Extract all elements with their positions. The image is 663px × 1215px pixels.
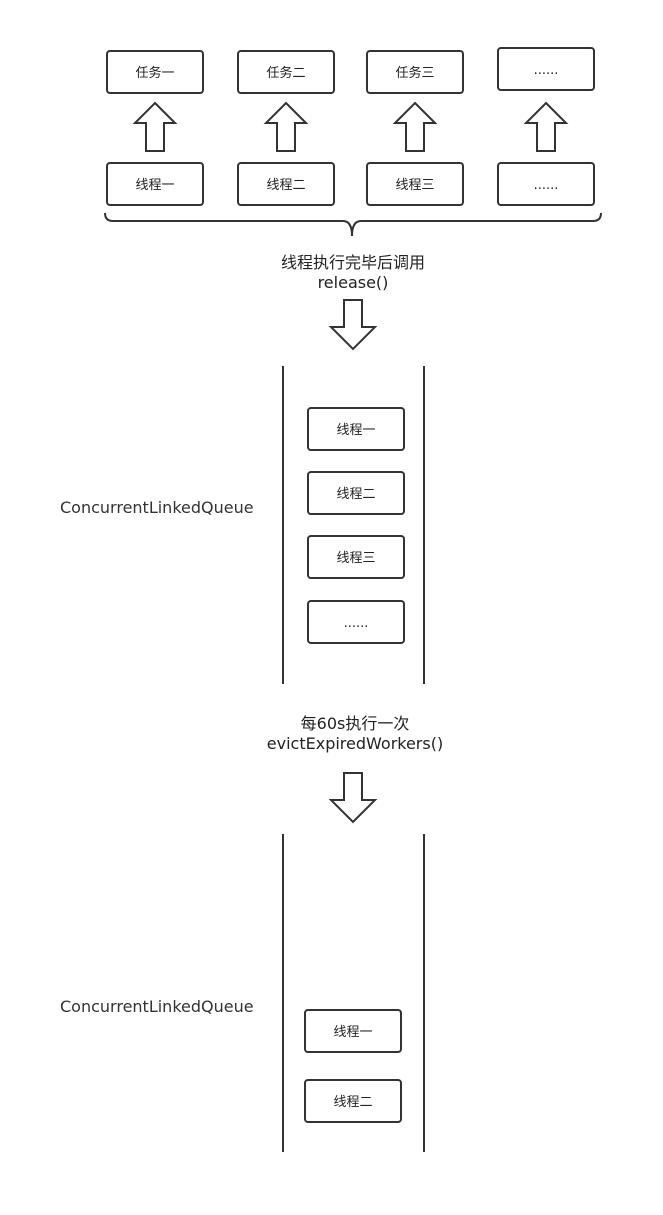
thread-box: 线程三 <box>366 162 464 206</box>
up-arrow-icon <box>523 101 569 152</box>
queue1-thread-box: 线程三 <box>307 535 405 579</box>
step1-line1: 线程执行完毕后调用 <box>281 253 425 272</box>
queue1-label: ConcurrentLinkedQueue <box>60 498 254 517</box>
thread-box: 线程一 <box>106 162 204 206</box>
up-arrow-icon <box>263 101 309 152</box>
thread-box: 线程二 <box>237 162 335 206</box>
task-label: 任务二 <box>266 65 305 81</box>
queue1-thread-box: 线程一 <box>307 407 405 451</box>
queue1-thread-box: ...... <box>307 600 405 644</box>
task-label: 任务一 <box>135 65 174 81</box>
step1-line2: release() <box>318 273 389 292</box>
queue2-thread-box: 线程一 <box>304 1009 402 1053</box>
thread-box: ...... <box>497 162 595 206</box>
up-arrow-icon <box>132 101 178 152</box>
down-arrow-icon <box>328 772 378 824</box>
down-arrow-icon <box>328 299 378 351</box>
queue1-thread-label: 线程二 <box>336 487 375 502</box>
curly-brace <box>104 212 602 237</box>
queue1-thread-label: 线程一 <box>336 423 375 438</box>
queue2-thread-label: 线程二 <box>333 1095 372 1110</box>
thread-label: ...... <box>534 178 559 193</box>
queue2-thread-label: 线程一 <box>333 1025 372 1040</box>
queue1-thread-label: ...... <box>344 616 369 631</box>
task-box: 任务三 <box>366 50 464 94</box>
queue1-thread-label: 线程三 <box>336 551 375 566</box>
task-box: ...... <box>497 47 595 91</box>
task-box: 任务二 <box>237 50 335 94</box>
up-arrow-icon <box>392 101 438 152</box>
task-box: 任务一 <box>106 50 204 94</box>
queue1-thread-box: 线程二 <box>307 471 405 515</box>
queue2-thread-box: 线程二 <box>304 1079 402 1123</box>
task-label: 任务三 <box>395 65 434 81</box>
thread-label: 线程一 <box>135 178 174 193</box>
thread-label: 线程二 <box>266 178 305 193</box>
step2-line1: 每60s执行一次 <box>301 714 410 733</box>
queue2-label: ConcurrentLinkedQueue <box>60 997 254 1016</box>
step2-line2: evictExpiredWorkers() <box>267 734 443 753</box>
thread-label: 线程三 <box>395 178 434 193</box>
task-label: ...... <box>534 63 559 78</box>
